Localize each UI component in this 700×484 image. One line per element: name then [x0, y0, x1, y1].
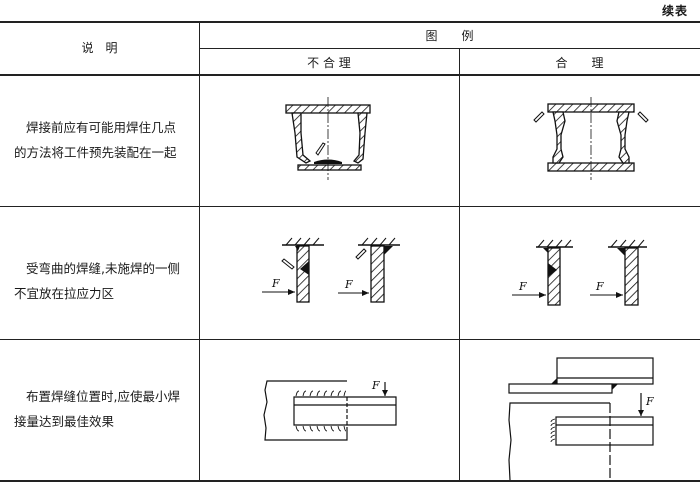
row-3-description-line1: 布置焊缝位置时,应使最小焊: [26, 389, 180, 404]
bottom-plate: [297, 164, 362, 171]
force-label: F: [645, 395, 654, 408]
welding-rod-icon-left: [533, 111, 545, 123]
lap-plate: [555, 416, 654, 446]
lower-strip: [508, 383, 613, 394]
welding-rod-icon: [315, 142, 326, 156]
header-illustration: 图 例: [425, 29, 474, 43]
table-top-border: [0, 21, 700, 23]
column-divider: [199, 21, 200, 482]
row-1-unreasonable-figure: [285, 97, 371, 180]
row-2-description-line1: 受弯曲的焊缝,未施焊的一侧: [26, 261, 180, 276]
force-label: F: [595, 280, 604, 293]
cantilever-1: F: [262, 237, 324, 303]
cantilever-2: F: [338, 237, 400, 303]
left-wall: [552, 111, 566, 164]
cantilever-1: F: [512, 239, 573, 306]
row-3-reasonable-figure: F: [508, 357, 654, 480]
left-wall: [291, 112, 312, 164]
row-divider: [0, 339, 700, 340]
row-1-description-line1: 焊接前应有可能用焊住几点: [26, 120, 177, 135]
lap-plate: [293, 396, 397, 426]
header-description: 说 明: [81, 41, 118, 55]
base-plate: [263, 380, 348, 441]
force-label: F: [371, 379, 380, 392]
row-1-reasonable-figure: [533, 97, 649, 180]
weld-symbols-end: [550, 418, 556, 443]
cantilever-2: F: [590, 239, 647, 306]
force-label: F: [271, 277, 280, 290]
row-divider: [0, 206, 700, 207]
header-unreasonable: 不 合 理: [307, 56, 351, 70]
row-3-description-line2: 接量达到最佳效果: [14, 414, 115, 429]
upper-plate: [556, 357, 654, 385]
table-bottom-border: [0, 480, 700, 482]
welding-rod-icon-right: [637, 111, 649, 123]
row-3-description: 布置焊缝位置时,应使最小焊 接量达到最佳效果: [14, 384, 204, 434]
header-subdivider: [199, 48, 700, 49]
row-2-description-line2: 不宜放在拉应力区: [14, 286, 115, 301]
right-wall: [352, 112, 368, 164]
right-wall: [616, 111, 630, 164]
base-plate: [508, 402, 610, 480]
row-2-reasonable-figure: F F: [512, 239, 647, 306]
row-2-description: 受弯曲的焊缝,未施焊的一侧 不宜放在拉应力区: [14, 256, 204, 306]
header-bottom-border: [0, 74, 700, 76]
column-divider: [459, 48, 460, 482]
row-3-unreasonable-figure: F: [263, 379, 397, 441]
row-1-description-line2: 的方法将工件预先装配在一起: [14, 145, 177, 160]
weld-symbols-top: [295, 390, 347, 397]
force-label: F: [518, 280, 527, 293]
row-2-unreasonable-figure: F F: [262, 237, 400, 303]
row-1-description: 焊接前应有可能用焊住几点 的方法将工件预先装配在一起: [14, 115, 204, 165]
header-reasonable: 合 理: [555, 56, 604, 70]
weld-symbols-bottom: [295, 425, 347, 432]
continuation-label: 续表: [661, 4, 688, 18]
force-label: F: [344, 278, 353, 291]
